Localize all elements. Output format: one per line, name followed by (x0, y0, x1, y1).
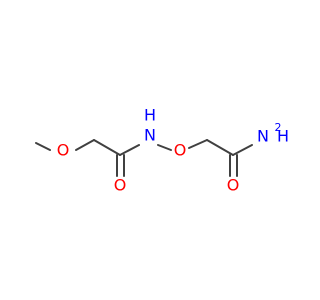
amine-nitrogen-label: N (257, 127, 269, 146)
bond-ether-oxygen-to-ch2 (188, 139, 208, 149)
amine-hydrogen-label: H (277, 127, 289, 146)
bond-amide-nitrogen-to-ether-oxygen (157, 144, 172, 151)
bond-carbonyl-carbon-to-amide-nitrogen (119, 144, 140, 156)
bond-methyl-to-methoxy-oxygen (35, 142, 51, 151)
amide-hydrogen-label: H (144, 106, 156, 125)
amine-hydrogen-count-subscript: 2 (275, 121, 282, 134)
bond-carbonyl-double-right (229, 154, 238, 177)
carbonyl-oxygen-left-label: O (114, 176, 127, 195)
molecule-structure-diagram: O O N H O N H 2 O (35, 106, 289, 195)
amide-nitrogen-label: N (144, 126, 156, 145)
ether-oxygen-label: O (174, 141, 187, 160)
methoxy-oxygen-label: O (57, 141, 70, 160)
bond-amide-carbonyl-to-amine-nitrogen (232, 144, 253, 156)
bond-ch2-to-amide-carbonyl-carbon (206, 139, 234, 156)
bond-carbonyl-double-left (116, 154, 125, 177)
bond-ch2-to-carbonyl-carbon (93, 139, 121, 156)
carbonyl-oxygen-right-label: O (227, 176, 240, 195)
bond-methoxy-oxygen-to-ch2 (75, 139, 95, 151)
